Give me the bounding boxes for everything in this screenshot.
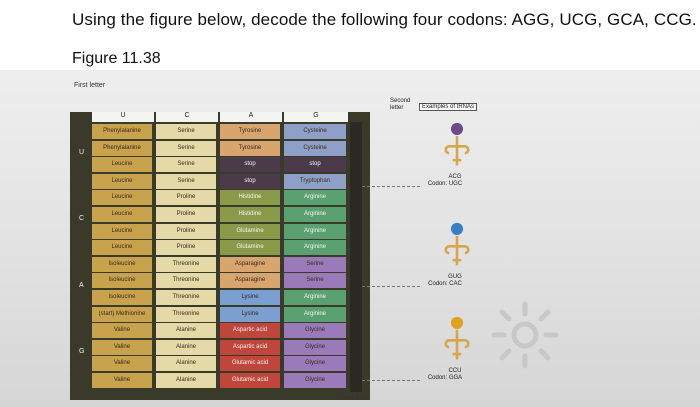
connector-line <box>362 380 420 381</box>
codon-cell: Valine <box>92 373 152 388</box>
codon-cell: Leucine <box>92 173 152 189</box>
codon-cell: Alanine <box>156 356 216 372</box>
trna-icon <box>444 316 470 360</box>
first-letter-u: U <box>79 148 85 156</box>
codon-cell: Glycine <box>284 323 346 339</box>
codon-cell: Leucine <box>92 240 152 256</box>
codon-cell: Threonine <box>156 306 216 322</box>
codon-cell: Tyrosine <box>220 124 280 139</box>
codon-cell: Phenylalanine <box>92 140 152 156</box>
codon-cell: Arginine <box>284 190 346 206</box>
codon-cell: Serine <box>284 273 346 289</box>
codon-cell: Isoleucine <box>92 290 152 305</box>
amino-acid-ball <box>450 316 464 329</box>
codon-cell: Aspartic acid <box>220 339 280 355</box>
codon-cell: Arginine <box>284 207 346 222</box>
codon-label: Codon: UGC <box>427 181 463 187</box>
codon-cell: Threonine <box>156 256 216 272</box>
third-letter-column <box>350 122 362 392</box>
figure-title: Figure 11.38 <box>72 50 161 67</box>
codon-cell: Arginine <box>284 306 346 322</box>
codon-cell: Glycine <box>284 373 346 388</box>
column-header-c: C <box>156 112 218 122</box>
sun-icon <box>491 301 559 369</box>
codon-cell: Glycine <box>284 356 346 372</box>
codon-cell: Histidine <box>220 190 280 206</box>
codon-cell: Valine <box>92 339 152 355</box>
anticodon-label: ACG <box>448 174 462 180</box>
anticodon-label: GUG <box>448 274 462 280</box>
second-letter-label: Second letter <box>390 98 411 111</box>
examples-of-trnas-label: Examples of tRNAs <box>419 103 478 111</box>
trna-icon <box>444 222 470 266</box>
first-letter-label: First letter <box>74 82 106 89</box>
codon-cell: Threonine <box>156 273 216 289</box>
codon-cell: stop <box>220 157 280 173</box>
column-header-a: A <box>220 112 282 122</box>
codon-cell: Valine <box>92 356 152 372</box>
codon-cell: Arginine <box>284 290 346 305</box>
amino-acid-ball <box>450 222 464 235</box>
codon-cell: Leucine <box>92 157 152 173</box>
codon-cell: Alanine <box>156 323 216 339</box>
codon-label: Codon: GGA <box>427 375 463 381</box>
codon-label: Codon: CAC <box>428 281 462 287</box>
codon-cell: Glutamic acid <box>220 373 280 388</box>
connector-line <box>362 286 420 287</box>
codon-cell: Arginine <box>284 240 346 256</box>
codon-cell: Leucine <box>92 190 152 206</box>
codon-cell: Isoleucine <box>92 256 152 272</box>
codon-cell: Glutamine <box>220 240 280 256</box>
codon-cell: Tryptophan <box>284 173 346 189</box>
anticodon-label: CCU <box>448 368 462 374</box>
codon-cell: stop <box>220 173 280 189</box>
codon-cell: Serine <box>156 157 216 173</box>
codon-cell: stop <box>284 157 346 173</box>
codon-cell: Glutamic acid <box>220 356 280 372</box>
first-letter-c: C <box>79 215 85 223</box>
codon-cell: Aspartic acid <box>220 323 280 339</box>
codon-cell: Serine <box>156 140 216 156</box>
third-letter-label: Third letter <box>340 396 369 402</box>
codon-cell: Leucine <box>92 207 152 222</box>
codon-cell: Proline <box>156 240 216 256</box>
codon-cell: Threonine <box>156 290 216 305</box>
codon-cell: Lysine <box>220 290 280 305</box>
codon-cell: Leucine <box>92 223 152 239</box>
amino-acid-ball <box>450 122 464 135</box>
first-letter-a: A <box>79 281 84 289</box>
codon-cell: Phenylalanine <box>92 124 152 139</box>
column-header-g: G <box>284 112 348 122</box>
codon-cell: Glutamine <box>220 223 280 239</box>
codon-cell: Alanine <box>156 373 216 388</box>
codon-cell: Proline <box>156 223 216 239</box>
codon-cell: Glycine <box>284 339 346 355</box>
codon-cell: Cysteine <box>284 140 346 156</box>
codon-cell: Cysteine <box>284 124 346 139</box>
codon-cell: Arginine <box>284 223 346 239</box>
first-letter-g: G <box>79 348 85 356</box>
codon-cell: Serine <box>156 124 216 139</box>
codon-cell: Alanine <box>156 339 216 355</box>
codon-cell: Proline <box>156 207 216 222</box>
codon-cell: Tyrosine <box>220 140 280 156</box>
codon-cell: Serine <box>284 256 346 272</box>
codon-cell: Serine <box>156 173 216 189</box>
codon-cell: Isoleucine <box>92 273 152 289</box>
codon-cell: Asparagine <box>220 273 280 289</box>
codon-cell: Proline <box>156 190 216 206</box>
connector-line <box>362 186 420 187</box>
trna-icon <box>444 122 470 166</box>
codon-cell: Asparagine <box>220 256 280 272</box>
codon-cell: Valine <box>92 323 152 339</box>
codon-cell: Lysine <box>220 306 280 322</box>
codon-cell: (start) Methionine <box>92 306 152 322</box>
column-header-u: U <box>92 112 154 122</box>
codon-cell: Histidine <box>220 207 280 222</box>
question-text: Using the figure below, decode the follo… <box>72 10 697 29</box>
